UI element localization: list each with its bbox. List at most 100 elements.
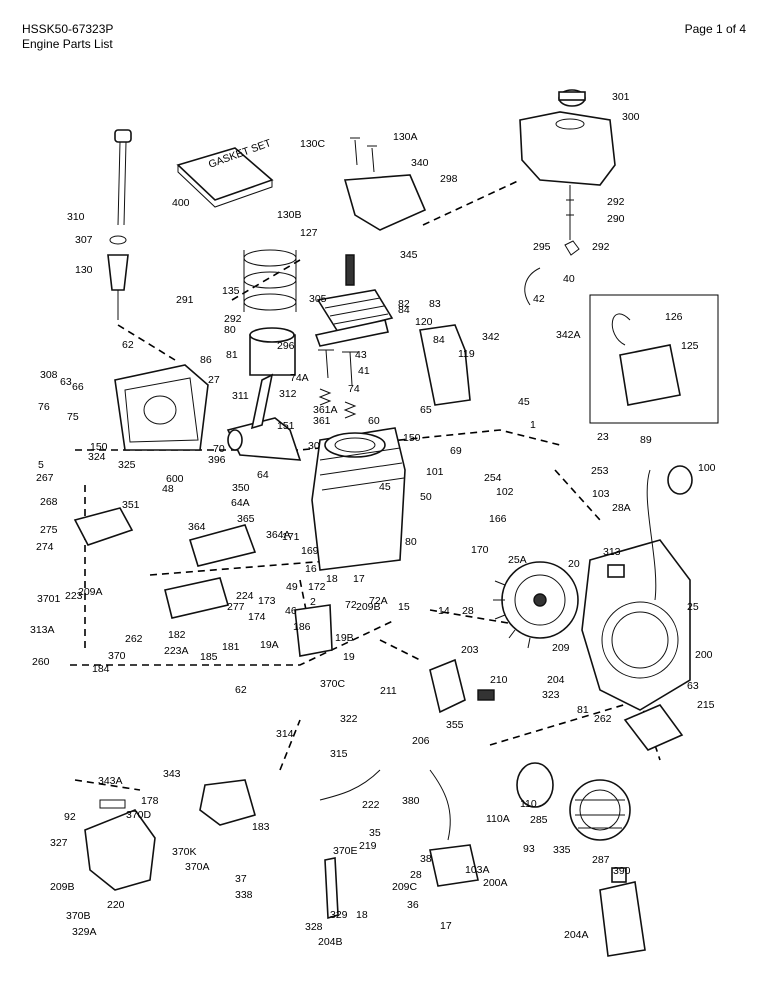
oil-bottle [599, 881, 646, 957]
part-callout: 25A [508, 554, 527, 566]
part-callout: 49 [286, 581, 298, 593]
part-callout: 342 [482, 331, 500, 343]
part-callout: 396 [208, 454, 226, 466]
part-callout: 101 [426, 466, 444, 478]
part-callout: 209A [78, 586, 103, 598]
starter-cup [516, 762, 554, 808]
part-callout: 42 [533, 293, 545, 305]
part-callout: 60 [368, 415, 380, 427]
part-callout: 274 [36, 541, 54, 553]
part-callout: 84 [398, 304, 410, 316]
part-callout: 92 [64, 811, 76, 823]
valve [318, 349, 334, 379]
part-callout: 19 [343, 651, 355, 663]
recoil-starter [569, 779, 631, 841]
part-callout: 74A [290, 372, 309, 384]
part-callout: 28 [410, 869, 422, 881]
part-callout: 183 [252, 821, 270, 833]
part-callout: 23 [597, 431, 609, 443]
part-callout: 169 [301, 545, 319, 557]
part-callout: 3701 [37, 593, 61, 605]
part-callout: 295 [533, 241, 551, 253]
dipstick-cap [114, 129, 132, 143]
part-callout: 174 [248, 611, 266, 623]
part-callout: 215 [697, 699, 715, 711]
part-callout: 172 [308, 581, 326, 593]
part-callout: 119 [458, 348, 475, 360]
part-callout: 93 [523, 843, 535, 855]
part-callout: 14 [438, 605, 450, 617]
part-callout: 305 [309, 293, 327, 305]
intake-gasket [188, 524, 257, 567]
part-callout: 301 [612, 91, 630, 103]
document-id: HSSK50-67323P [22, 22, 114, 36]
part-callout: 18 [356, 909, 368, 921]
part-callout: 328 [305, 921, 323, 933]
part-callout: 296 [277, 340, 295, 352]
carburetor [199, 779, 256, 826]
part-callout: 130 [75, 264, 93, 276]
dipstick [117, 141, 127, 226]
part-callout: 127 [300, 227, 318, 239]
part-callout: 300 [622, 111, 640, 123]
part-callout: 323 [542, 689, 560, 701]
part-callout: 63 [60, 376, 72, 388]
part-callout: 342A [556, 329, 581, 341]
part-callout: 313A [30, 624, 55, 636]
part-callout: 102 [496, 486, 514, 498]
piston-ring [243, 249, 297, 267]
part-callout: 361A [313, 404, 338, 416]
part-callout: 260 [32, 656, 50, 668]
part-callout: 370E [333, 845, 358, 857]
part-callout: 380 [402, 795, 420, 807]
part-callout: 64 [257, 469, 269, 481]
fuel-line [566, 185, 574, 240]
part-callout: 170 [471, 544, 489, 556]
cylinder-block [311, 427, 406, 571]
part-callout: 312 [279, 388, 297, 400]
part-callout: 365 [237, 513, 255, 525]
part-callout: 254 [484, 472, 502, 484]
air-cleaner [84, 809, 156, 891]
part-callout: 285 [530, 814, 548, 826]
part-callout: 46 [285, 605, 297, 617]
part-callout: 63 [687, 680, 699, 692]
part-callout: 290 [607, 213, 625, 225]
ignition-module [429, 658, 466, 714]
part-callout: 209B [356, 601, 381, 613]
part-callout: 16 [305, 563, 317, 575]
part-callout: 110 [520, 798, 537, 810]
control-plate [429, 844, 479, 887]
part-callout: 327 [50, 837, 68, 849]
governor-bracket [294, 604, 333, 657]
part-callout: 253 [591, 465, 609, 477]
part-callout: 287 [592, 854, 610, 866]
part-callout: 103A [465, 864, 490, 876]
part-callout: 130B [277, 209, 302, 221]
document-title: Engine Parts List [22, 37, 113, 51]
part-callout: 28 [462, 605, 474, 617]
part-callout: 178 [141, 795, 159, 807]
part-callout: 315 [330, 748, 348, 760]
part-callout: 173 [258, 595, 276, 607]
part-callout: 45 [518, 396, 530, 408]
connecting-rod [250, 373, 274, 430]
part-callout: 340 [411, 157, 429, 169]
part-callout: 268 [40, 496, 58, 508]
part-callout: 292 [607, 196, 625, 208]
part-callout: 89 [640, 434, 652, 446]
part-callout: 17 [353, 573, 365, 585]
bracket [343, 174, 427, 231]
part-callout: 329 [330, 909, 348, 921]
part-callout: 81 [226, 349, 238, 361]
part-callout: 209 [552, 642, 570, 654]
part-callout: 204 [547, 674, 565, 686]
part-callout: 370 [108, 650, 126, 662]
part-callout: 40 [563, 273, 575, 285]
part-callout: 76 [38, 401, 50, 413]
part-callout: 5 [38, 459, 44, 471]
part-callout: 275 [40, 524, 58, 536]
part-callout: 600 [166, 473, 184, 485]
part-callout: 171 [282, 531, 300, 543]
